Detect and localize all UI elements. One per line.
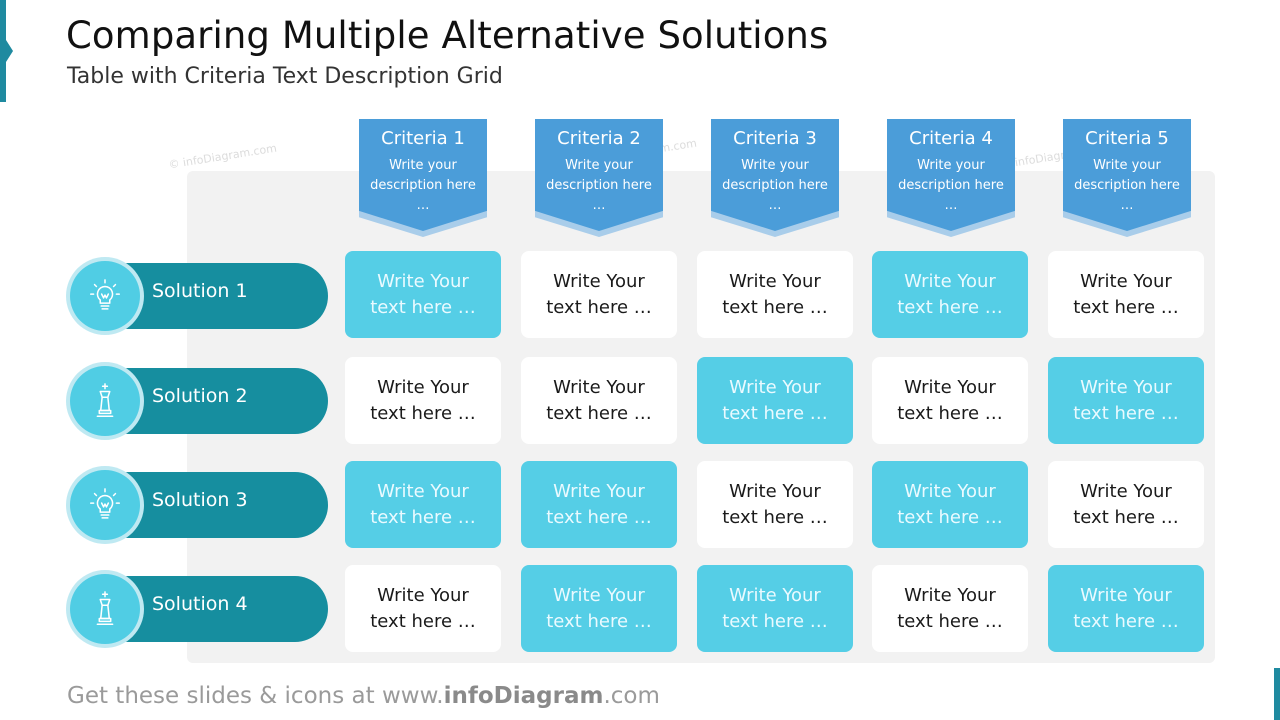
criteria-banner: Criteria 2 Write your description here … [535,119,663,231]
chess-king-icon [96,591,114,625]
grid-cell[interactable]: Write Your text here … [1048,357,1204,444]
solution-row-1: Solution 1 [66,257,328,335]
criteria-banner: Criteria 1 Write your description here … [359,119,487,231]
grid-cell[interactable]: Write Your text here … [521,357,677,444]
grid-cell[interactable]: Write Your text here … [697,565,853,652]
footer-prefix: Get these slides & icons at www. [67,683,444,709]
footer-brand: infoDiagram [443,683,604,709]
criteria-description: Write your description here … [546,158,652,213]
grid-cell[interactable]: Write Your text here … [1048,565,1204,652]
solution-icon-circle [70,366,140,436]
criteria-header-3: Criteria 3 Write your description here … [711,119,839,237]
criteria-header-5: Criteria 5 Write your description here … [1063,119,1191,237]
lightbulb-icon [89,488,121,519]
grid-cell[interactable]: Write Your text here … [697,251,853,338]
criteria-banner: Criteria 4 Write your description here … [887,119,1015,231]
criteria-header-2: Criteria 2 Write your description here … [535,119,663,237]
grid-cell[interactable]: Write Your text here … [872,251,1028,338]
solution-row-4: Solution 4 [66,570,328,648]
solution-label: Solution 4 [152,593,248,615]
solution-icon-circle [70,574,140,644]
criteria-description: Write your description here … [722,158,828,213]
grid-cell[interactable]: Write Your text here … [345,357,501,444]
solution-label: Solution 1 [152,280,248,302]
grid-cell[interactable]: Write Your text here … [345,461,501,548]
grid-cell[interactable]: Write Your text here … [1048,461,1204,548]
grid-cell[interactable]: Write Your text here … [521,565,677,652]
criteria-title: Criteria 1 [381,128,465,149]
criteria-title: Criteria 5 [1085,128,1169,149]
grid-cell[interactable]: Write Your text here … [872,461,1028,548]
left-accent-tip [6,40,13,62]
page-title: Comparing Multiple Alternative Solutions [66,14,829,57]
solution-icon-circle [70,261,140,331]
solution-label: Solution 3 [152,489,248,511]
left-accent-bar [0,0,6,102]
criteria-description: Write your description here … [1074,158,1180,213]
criteria-title: Criteria 3 [733,128,817,149]
criteria-description: Write your description here … [370,158,476,213]
grid-cell[interactable]: Write Your text here … [872,565,1028,652]
footer-suffix: .com [603,683,660,709]
grid-cell[interactable]: Write Your text here … [697,357,853,444]
chess-king-icon [96,383,114,417]
solution-label: Solution 2 [152,385,248,407]
criteria-header-4: Criteria 4 Write your description here … [887,119,1015,237]
watermark: © infoDiagram.com [167,141,278,172]
grid-cell[interactable]: Write Your text here … [521,461,677,548]
solution-row-2: Solution 2 [66,362,328,440]
criteria-title: Criteria 4 [909,128,993,149]
grid-cell[interactable]: Write Your text here … [345,565,501,652]
criteria-banner: Criteria 5 Write your description here … [1063,119,1191,231]
grid-cell[interactable]: Write Your text here … [872,357,1028,444]
criteria-header-1: Criteria 1 Write your description here … [359,119,487,237]
right-accent-bar [1274,668,1280,720]
grid-cell[interactable]: Write Your text here … [521,251,677,338]
solution-icon-circle [70,470,140,540]
criteria-title: Criteria 2 [557,128,641,149]
grid-cell[interactable]: Write Your text here … [1048,251,1204,338]
criteria-banner: Criteria 3 Write your description here … [711,119,839,231]
criteria-description: Write your description here … [898,158,1004,213]
page-subtitle: Table with Criteria Text Description Gri… [67,64,503,89]
footer-credit[interactable]: Get these slides & icons at www.infoDiag… [67,683,660,709]
grid-cell[interactable]: Write Your text here … [345,251,501,338]
solution-row-3: Solution 3 [66,466,328,544]
grid-cell[interactable]: Write Your text here … [697,461,853,548]
lightbulb-icon [89,279,121,310]
